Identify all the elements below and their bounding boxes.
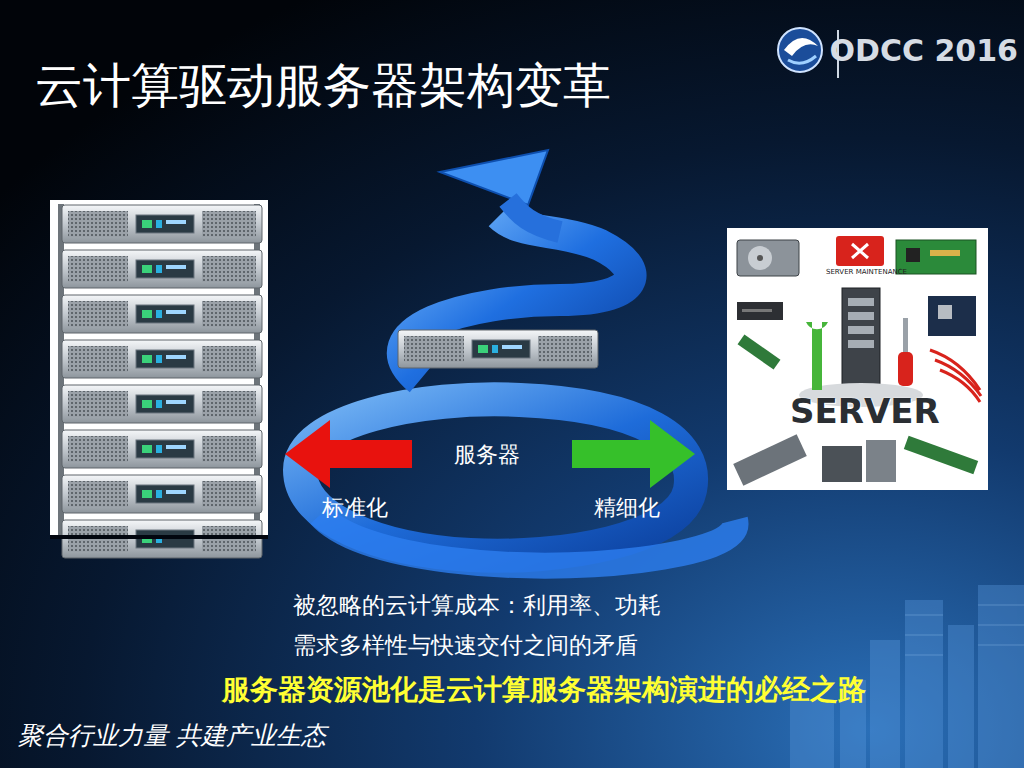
server-rack-photo (50, 200, 268, 558)
components-photo (727, 228, 988, 490)
slide-title: 云计算驱动服务器架构变革 (35, 58, 611, 113)
conclusion: 服务器资源池化是云计算服务器架构演进的必经之路 (222, 674, 866, 706)
note-line: 需求多样性与快速交付之间的矛盾 (293, 632, 638, 658)
toolbox-label: SERVER MAINTENANCE (826, 268, 907, 276)
center-label: 服务器 (454, 442, 520, 467)
slogan: 聚合行业力量 共建产业生态 (18, 722, 326, 751)
odcc-logo (778, 28, 838, 78)
right-label: 精细化 (594, 495, 660, 520)
logo-text: ODCC 2016 (830, 34, 1018, 69)
left-label: 标准化 (322, 495, 388, 520)
right-arrow (572, 420, 695, 488)
left-arrow (285, 420, 412, 488)
server-word: SERVER (790, 392, 940, 431)
spiral-arrow (300, 150, 735, 566)
server-unit (398, 330, 598, 368)
note-line: 被忽略的云计算成本：利用率、功耗 (293, 592, 661, 618)
